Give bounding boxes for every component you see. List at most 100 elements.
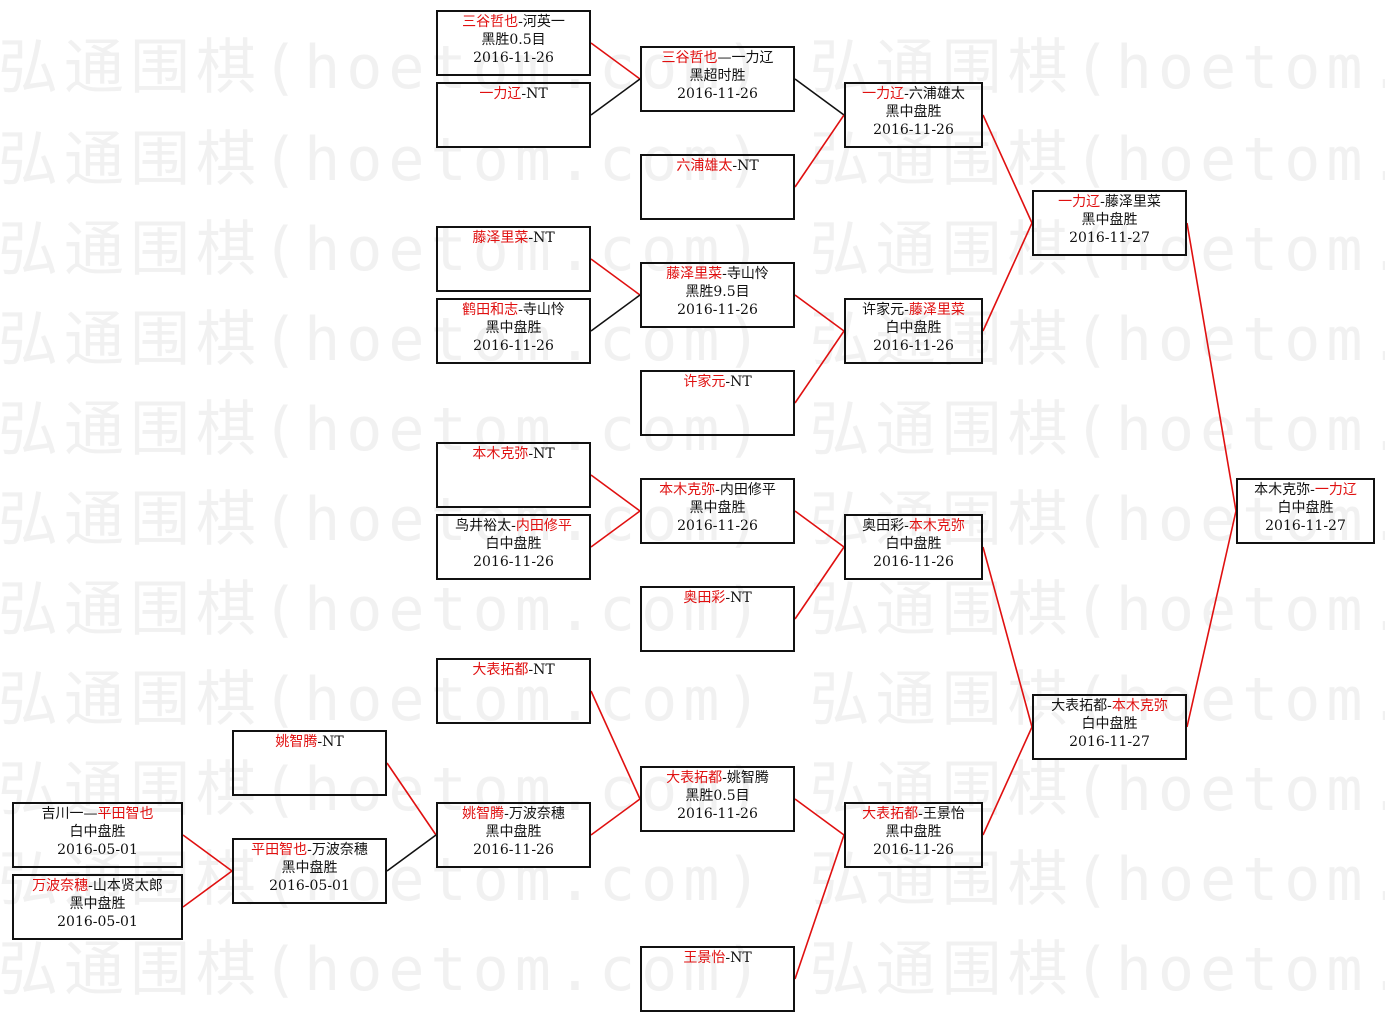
- player-1: 本木克弥: [472, 446, 529, 462]
- winner-connector: [794, 834, 845, 980]
- winner-connector: [590, 798, 641, 836]
- match-box: 一力辽-NT: [436, 82, 591, 148]
- match-players: 奥田彩-本木克弥: [846, 517, 981, 535]
- match-players: 六浦雄太-NT: [642, 157, 793, 175]
- winner-connector: [982, 222, 1033, 332]
- player-2: 内田修平: [719, 482, 776, 498]
- match-box: 本木克弥-NT: [436, 442, 591, 508]
- match-players: 大表拓都-NT: [438, 661, 589, 679]
- player-separator: -: [918, 806, 923, 822]
- player-separator: -: [511, 518, 516, 534]
- loser-connector: [794, 78, 845, 116]
- player-separator: -: [904, 86, 909, 102]
- match-players: 大表拓都-王景怡: [846, 805, 981, 823]
- winner-connector: [794, 114, 845, 188]
- player-2: 藤泽里菜: [1104, 194, 1161, 210]
- match-result: 黑胜0.5目: [685, 788, 750, 804]
- match-result: 黑中盘胜: [281, 860, 338, 876]
- player-1: 三谷哲也: [661, 50, 718, 66]
- match-players: 万波奈穗-山本贤太郎: [14, 877, 181, 895]
- winner-connector: [1186, 222, 1237, 512]
- match-date: 2016-11-26: [473, 338, 554, 354]
- player-1: 万波奈穗: [32, 878, 89, 894]
- player-2: NT: [533, 662, 555, 678]
- player-separator: -: [715, 482, 720, 498]
- player-1: 奥田彩: [683, 590, 726, 606]
- match-result: 白中盘胜: [885, 536, 942, 552]
- player-1: 吉川一: [41, 806, 84, 822]
- match-result: 黑胜9.5目: [685, 284, 750, 300]
- player-separator: -: [88, 878, 93, 894]
- match-players: 本木克弥-一力辽: [1238, 481, 1373, 499]
- match-date: 2016-05-01: [57, 842, 138, 858]
- match-players: 吉川一—平田智也: [14, 805, 181, 823]
- player-1: 本木克弥: [1254, 482, 1311, 498]
- loser-connector: [386, 834, 437, 872]
- winner-connector: [386, 762, 437, 836]
- match-date: 2016-11-26: [677, 806, 758, 822]
- match-box: 大表拓都-NT: [436, 658, 591, 724]
- player-separator: -: [518, 14, 523, 30]
- winner-connector: [590, 510, 641, 548]
- player-separator: -: [1310, 482, 1315, 498]
- player-1: 大表拓都: [1051, 698, 1108, 714]
- match-result: 黑中盘胜: [689, 500, 746, 516]
- match-players: 一力辽-NT: [438, 85, 589, 103]
- match-box: 奥田彩-NT: [640, 586, 795, 652]
- player-1: 一力辽: [1058, 194, 1101, 210]
- match-players: 王景怡-NT: [642, 949, 793, 967]
- match-players: 奥田彩-NT: [642, 589, 793, 607]
- player-separator: -: [1107, 698, 1112, 714]
- player-separator: -: [722, 266, 727, 282]
- winner-connector: [590, 690, 641, 800]
- player-1: 三谷哲也: [462, 14, 519, 30]
- player-1: 许家元: [683, 374, 726, 390]
- match-date: 2016-11-26: [873, 338, 954, 354]
- match-players: 平田智也-万波奈穗: [234, 841, 385, 859]
- player-separator: -: [725, 590, 731, 606]
- match-date: 2016-11-26: [677, 302, 758, 318]
- player-separator: —: [83, 806, 98, 822]
- match-players: 姚智腾-NT: [234, 733, 385, 751]
- match-date: 2016-11-26: [677, 518, 758, 534]
- winner-connector: [982, 546, 1033, 728]
- player-2: 山本贤太郎: [92, 878, 163, 894]
- match-players: 三谷哲也—一力辽: [642, 49, 793, 67]
- player-2: 万波奈穗: [311, 842, 368, 858]
- match-result: 白中盘胜: [69, 824, 126, 840]
- match-players: 一力辽-六浦雄太: [846, 85, 981, 103]
- match-players: 鹤田和志-寺山怜: [438, 301, 589, 319]
- match-result: 黑中盘胜: [69, 896, 126, 912]
- player-separator: -: [518, 302, 523, 318]
- player-separator: -: [317, 734, 323, 750]
- match-date: 2016-11-26: [873, 842, 954, 858]
- winner-connector: [794, 294, 845, 332]
- player-2: 姚智腾: [726, 770, 769, 786]
- winner-connector: [590, 42, 641, 80]
- player-separator: -: [307, 842, 312, 858]
- player-2: 本木克弥: [1111, 698, 1168, 714]
- winner-connector: [794, 546, 845, 620]
- match-players: 三谷哲也-河英一: [438, 13, 589, 31]
- match-date: 2016-11-26: [873, 554, 954, 570]
- player-2: 一力辽: [731, 50, 774, 66]
- player-2: NT: [526, 86, 548, 102]
- match-box: 六浦雄太-NT: [640, 154, 795, 220]
- match-result: 黑中盘胜: [485, 824, 542, 840]
- player-2: 寺山怜: [522, 302, 565, 318]
- match-date: 2016-11-27: [1069, 734, 1150, 750]
- winner-connector: [182, 834, 233, 872]
- match-players: 鸟井裕太-内田修平: [438, 517, 589, 535]
- player-separator: -: [521, 86, 527, 102]
- winner-connector: [794, 798, 845, 836]
- player-1: 大表拓都: [472, 662, 529, 678]
- player-1: 鹤田和志: [462, 302, 519, 318]
- player-1: 平田智也: [251, 842, 308, 858]
